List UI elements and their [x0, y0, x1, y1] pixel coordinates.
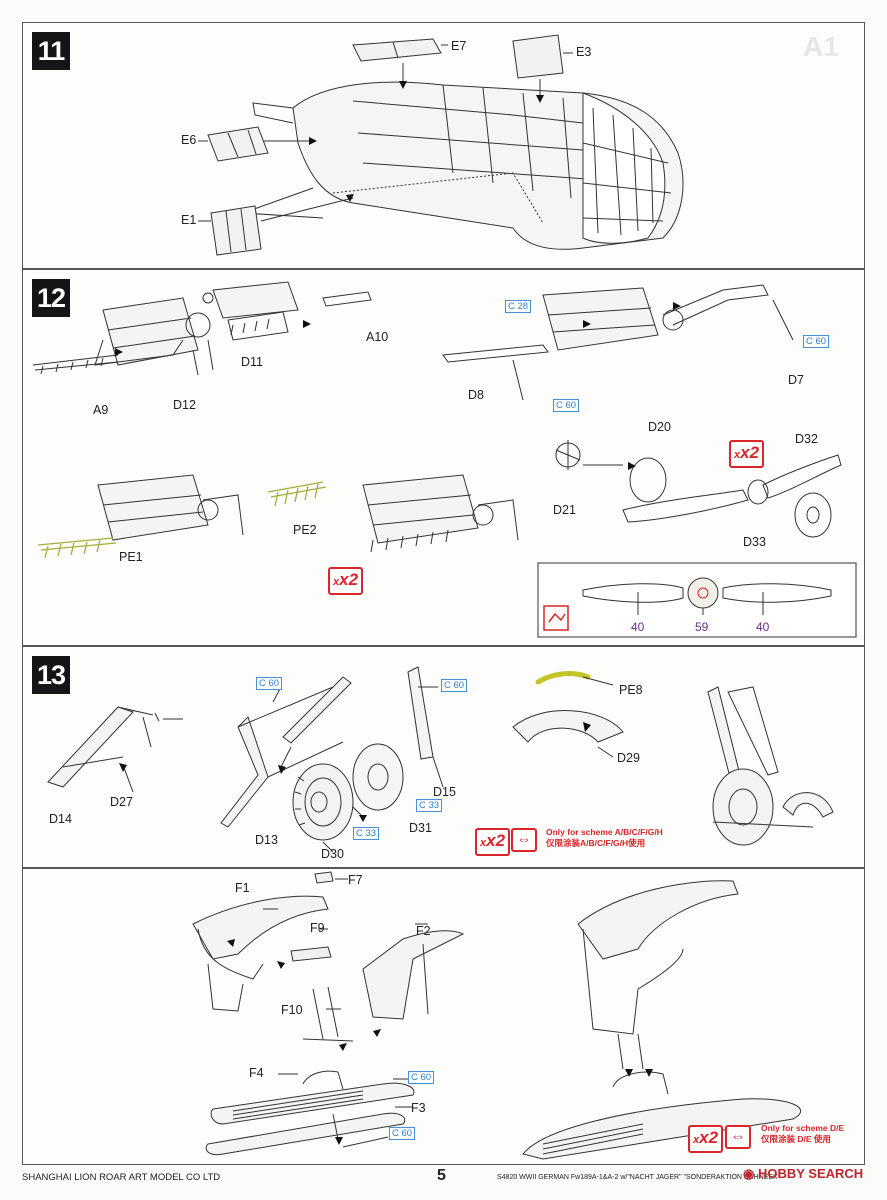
scheme-note-cn: 仅限涂装A/B/C/F/G/H使用	[546, 838, 646, 848]
step-12-panel: 12	[22, 269, 865, 646]
part-label: D33	[743, 535, 766, 549]
paint-code: 40	[756, 620, 770, 634]
part-label: E3	[576, 45, 592, 59]
footer-company: SHANGHAI LION ROAR ART MODEL CO LTD	[22, 1172, 221, 1183]
step-number: 13	[32, 656, 70, 694]
part-label: D14	[49, 812, 72, 826]
part-label: D27	[110, 795, 133, 809]
step-11-panel: 11 A1	[22, 22, 865, 269]
quantity-badge: xx2	[328, 567, 364, 595]
part-label: E7	[451, 39, 467, 53]
part-ref-badge: C 33	[353, 827, 380, 840]
scheme-note-en: Only for scheme D/E	[761, 1123, 845, 1133]
quantity-value: x2	[486, 831, 506, 850]
step-13-panel: 13	[22, 646, 865, 868]
part-label: D7	[788, 373, 804, 387]
step-number: 11	[32, 32, 70, 70]
part-label: E6	[181, 133, 197, 147]
part-ref-badge: C 60	[389, 1127, 416, 1140]
part-ref-badge: C 33	[416, 799, 443, 812]
part-label: F7	[348, 873, 363, 887]
watermark-logo: ◉ HOBBY SEARCH	[743, 1166, 863, 1182]
part-label: D32	[795, 432, 818, 446]
quantity-value: x2	[699, 1128, 719, 1147]
part-ref-badge: C 60	[803, 335, 830, 348]
part-label: F9	[310, 921, 325, 935]
page-number: 5	[437, 1167, 446, 1184]
part-label: PE1	[119, 550, 143, 564]
part-label: A9	[93, 403, 109, 417]
landing-gear-drawing	[47, 666, 834, 853]
part-label: F4	[249, 1066, 264, 1080]
part-ref-badge: C 60	[441, 679, 468, 692]
quantity-value: x2	[339, 570, 359, 589]
quantity-badge: xx2	[475, 828, 511, 856]
scheme-note-cn: 仅限涂装 D/E 使用	[761, 1134, 831, 1144]
step-ski-panel: F1 F7 F9 F2 F10 F4 C 60 F3 C 60 xx2 ⇔ On…	[22, 868, 865, 1165]
part-label: E1	[181, 213, 197, 227]
quantity-badge: xx2	[729, 440, 765, 468]
watermark-text: HOBBY SEARCH	[757, 1166, 864, 1181]
part-label: D13	[255, 833, 278, 847]
footer-product: S4820 WWII GERMAN Fw189A-1&A-2 w/"NACHT …	[497, 1174, 777, 1181]
part-ref-badge: C 28	[505, 300, 532, 313]
ghost-print: A1	[803, 31, 839, 62]
part-label: D11	[241, 355, 264, 369]
part-label: D15	[433, 785, 456, 799]
part-label: D31	[409, 821, 432, 835]
part-ref-badge: C 60	[256, 677, 283, 690]
part-label: PE8	[619, 683, 643, 697]
part-label: PE2	[293, 523, 317, 537]
part-ref-badge: C 60	[408, 1071, 435, 1084]
fuselage-cockpit-drawing	[198, 34, 684, 256]
paint-code: 40	[631, 620, 645, 634]
part-label: D12	[173, 398, 196, 412]
quantity-value: x2	[740, 443, 760, 462]
part-label: F10	[281, 1003, 303, 1017]
part-label: D8	[468, 388, 484, 402]
part-label: F3	[411, 1101, 426, 1115]
quantity-badge: xx2	[688, 1125, 724, 1153]
swap-icon: ⇔	[725, 1125, 751, 1149]
swap-icon: ⇔	[511, 828, 537, 852]
part-label: F1	[235, 881, 250, 895]
part-label: A10	[366, 330, 389, 344]
step-number: 12	[32, 279, 70, 317]
ski-assembly-drawing	[192, 871, 801, 1160]
part-ref-badge: C 60	[553, 399, 580, 412]
engine-assembly-drawing	[32, 281, 857, 638]
part-label: D21	[553, 503, 576, 517]
watermark-icon: ◉	[743, 1166, 755, 1181]
paint-code: 59	[695, 620, 709, 634]
part-label: D30	[321, 847, 344, 861]
scheme-note-en: Only for scheme A/B/C/F/G/H	[546, 827, 663, 837]
part-label: F2	[416, 924, 431, 938]
part-label: D20	[648, 420, 671, 434]
part-label: D29	[617, 751, 640, 765]
